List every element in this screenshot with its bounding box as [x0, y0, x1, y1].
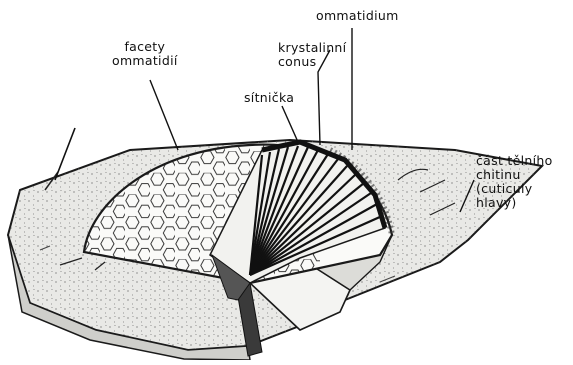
label-cast-line3: (cuticuly	[476, 182, 553, 196]
label-krystalinni-conus: krystalinní conus	[278, 41, 346, 69]
label-sitnicka: sítnička	[244, 91, 294, 105]
label-facety-line2: ommatidií	[112, 54, 178, 68]
label-krystal-line1: krystalinní	[278, 41, 346, 55]
label-cast-line2: chitinu	[476, 168, 553, 182]
label-ommatidium-text: ommatidium	[316, 9, 399, 23]
label-ommatidium: ommatidium	[316, 9, 399, 23]
label-facety-line1: facety	[112, 40, 178, 54]
label-cast-telniho-chitinu: část tělního chitinu (cuticuly hlavy)	[476, 154, 553, 210]
label-cast-line4: hlavy)	[476, 196, 553, 210]
label-facety: facety ommatidií	[112, 40, 178, 68]
label-krystal-line2: conus	[278, 55, 346, 69]
label-sitnicka-text: sítnička	[244, 91, 294, 105]
label-cast-line1: část tělního	[476, 154, 553, 168]
